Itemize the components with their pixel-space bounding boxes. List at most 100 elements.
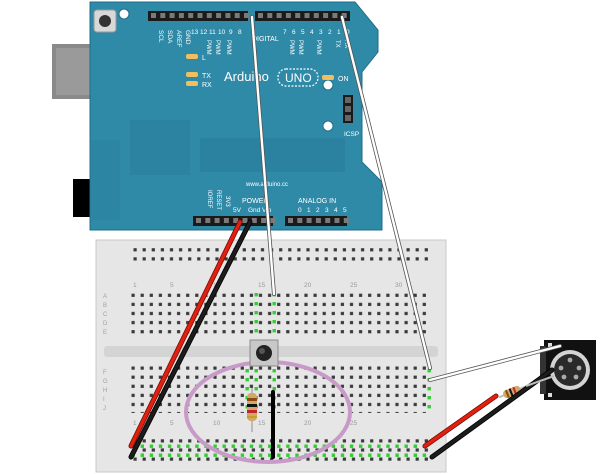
header-pin [295,13,301,18]
column-number-20: 20 [304,282,312,289]
tx-pin-label: TX [334,40,340,48]
header-pin [206,13,212,18]
column-number-bottom-15: 15 [258,420,266,427]
row-letter-i: I [103,397,105,403]
pin-label-scl: SCL [157,30,164,43]
active-hole [359,453,363,457]
power-label: POWER [242,198,268,205]
resistor-midi [498,385,528,399]
header-pin [216,13,222,18]
pwm-label-5: PWM [297,40,303,55]
header-pin [258,13,263,18]
header-pin [288,218,293,223]
header-pin [160,13,166,18]
header-pin [297,218,303,223]
power-pin-reset: RESET [215,190,221,210]
pin-label-gnd: GND [184,30,191,45]
analog-pin-0: 0 [298,207,302,214]
active-hole [295,453,299,457]
header-pin [225,13,231,18]
active-hole [313,444,317,448]
resistor [247,388,257,432]
active-hole [254,302,258,306]
column-number-15: 15 [258,282,266,289]
active-hole [249,453,254,457]
header-pin [332,13,338,18]
active-hole [422,453,427,457]
active-hole [167,444,172,448]
header-pin [223,218,229,223]
power-header [193,216,273,226]
header-pin [178,13,184,18]
analog-pin-1: 1 [307,207,311,214]
digital-number-6: 6 [292,29,296,36]
active-hole [254,329,258,333]
active-hole [286,453,290,457]
power-pin-3v3: 3V3 [224,196,230,207]
row-letter-a: A [103,294,107,300]
active-hole [295,444,299,448]
active-hole [331,453,336,457]
active-hole [322,453,326,457]
row-letter-e: E [103,330,107,336]
pwm-label-9: PWM [225,40,231,55]
active-hole [395,444,399,448]
row-letter-j: J [103,406,106,412]
led-tx [186,72,198,77]
header-pin [244,13,249,18]
digital-number-13: 13 [191,29,199,36]
column-number-5: 5 [170,282,174,289]
active-hole [286,444,290,448]
active-hole [254,369,258,373]
active-hole [254,320,258,324]
power-pin-ioref: IOREF [206,190,212,209]
header-pin [276,13,282,18]
active-hole [167,453,172,457]
active-hole [272,311,276,315]
header-pin [242,218,248,223]
uno-model: UNO [285,71,312,85]
power-pin-5v: 5V [233,207,242,214]
pwm-label-11: PWM [205,40,211,55]
active-hole [177,444,181,448]
analog-pin-5: 5 [343,207,347,214]
header-pin [169,13,175,18]
pushbutton[interactable] [249,339,279,367]
pwm-label-3: PWM [315,40,321,55]
active-hole [204,453,208,457]
active-hole [272,302,276,306]
active-hole [195,444,199,448]
header-pin [251,218,257,223]
active-hole [272,369,276,373]
active-hole [413,444,417,448]
column-number-bottom-20: 20 [304,420,312,427]
active-hole [427,405,431,409]
active-hole [377,444,381,448]
active-hole [340,444,345,448]
header-pin [261,218,267,223]
active-hole [404,444,408,448]
active-hole [149,444,154,448]
active-hole [149,453,154,457]
active-hole [413,453,417,457]
active-hole [359,444,363,448]
active-hole [254,293,258,297]
active-hole [313,453,317,457]
bottom-terminal-block [129,366,429,413]
header-pin [325,218,331,223]
active-hole [158,444,163,448]
column-number-bottom-5: 5 [170,420,174,427]
active-hole [158,453,163,457]
on-label: ON [338,76,349,83]
active-hole [272,387,276,391]
column-number-bottom-25: 25 [350,420,358,427]
column-number-bottom-1: 1 [133,420,137,427]
digital-number-8: 8 [238,29,242,36]
top-power-rails [129,244,429,266]
active-hole [240,453,245,457]
active-hole [368,444,372,448]
digital-number-5: 5 [301,29,305,36]
led-label-rx: RX [202,82,212,89]
column-number-30: 30 [395,282,403,289]
active-hole [268,444,272,448]
